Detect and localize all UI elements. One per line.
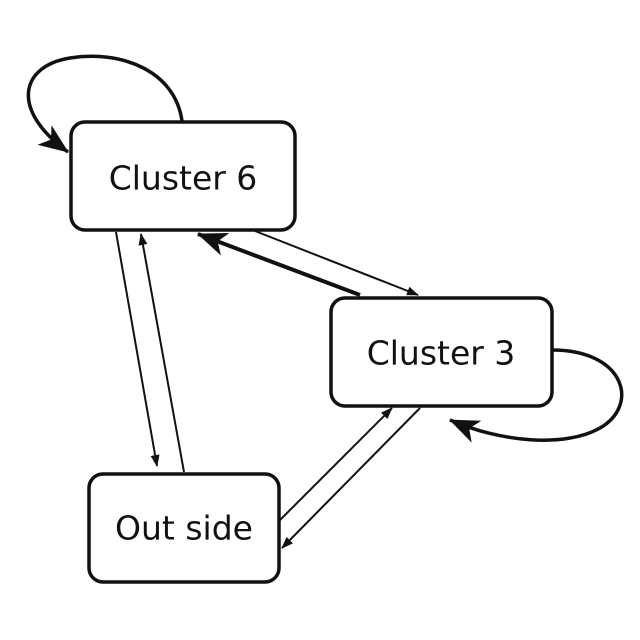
edge-outside-to-cluster3 <box>280 408 392 520</box>
edge-cluster3-to-outside <box>282 408 420 548</box>
edge-outside-to-cluster6 <box>141 234 184 472</box>
node-label: Cluster 6 <box>109 159 258 198</box>
node-cluster6: Cluster 6 <box>71 122 295 230</box>
edge-cluster3-to-cluster6 <box>198 234 360 295</box>
node-outside: Out side <box>89 474 279 582</box>
node-label: Cluster 3 <box>367 334 516 373</box>
node-label: Out side <box>115 509 253 548</box>
node-cluster3: Cluster 3 <box>331 298 552 406</box>
edge-cluster6-to-outside <box>116 232 157 466</box>
